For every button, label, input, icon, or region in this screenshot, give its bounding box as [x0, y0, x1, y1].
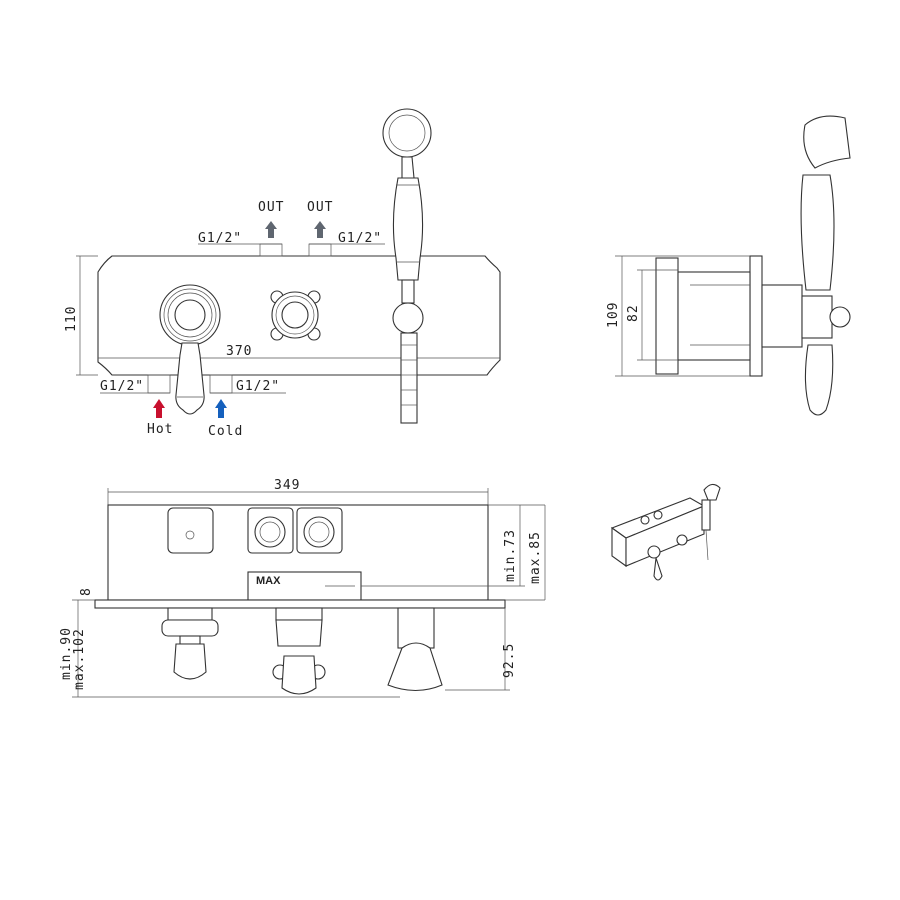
side-view: 109 82	[606, 115, 851, 416]
out-arrow-right-icon	[314, 221, 326, 238]
max-label: MAX	[256, 575, 281, 587]
front-view: 370 110 G1/2" G1/2" OUT OUT G1/2" G1/2" …	[64, 108, 501, 439]
shower-projection: 92.5	[502, 643, 517, 678]
side-height-dimension: 109	[606, 302, 621, 328]
isometric-view	[610, 483, 721, 581]
hand-shower-front	[382, 108, 432, 424]
out-arrow-left-icon	[265, 221, 277, 238]
depth-max: max.85	[528, 531, 543, 584]
cross-handle	[270, 290, 321, 341]
top-view: 349 MAX min.73 max.85 8 min.90 max.102 9…	[59, 478, 546, 698]
thread-bottom-right: G1/2"	[236, 379, 280, 394]
cold-arrow-icon	[215, 399, 227, 418]
cold-label: Cold	[208, 424, 243, 439]
out-label-left: OUT	[258, 200, 284, 215]
front-plate	[97, 255, 501, 376]
hot-label: Hot	[147, 422, 173, 437]
lever-handle	[159, 284, 221, 415]
plate-thickness: 8	[79, 587, 94, 596]
projection-min: min.90	[59, 627, 74, 680]
projection-max: max.102	[72, 628, 87, 690]
hot-arrow-icon	[153, 399, 165, 418]
cross-knob-top	[272, 607, 326, 695]
thread-bottom-left: G1/2"	[100, 379, 144, 394]
side-inner-dimension: 82	[626, 304, 641, 322]
depth-min: min.73	[503, 529, 518, 582]
thread-top-left: G1/2"	[198, 231, 242, 246]
out-label-right: OUT	[307, 200, 333, 215]
hand-shower-side	[800, 115, 851, 416]
shower-head-top	[387, 607, 443, 692]
thread-top-right: G1/2"	[338, 231, 382, 246]
top-width-dimension: 349	[274, 478, 300, 493]
lever-knob-top	[161, 607, 219, 680]
height-dimension: 110	[64, 306, 79, 332]
width-dimension: 370	[226, 344, 252, 359]
